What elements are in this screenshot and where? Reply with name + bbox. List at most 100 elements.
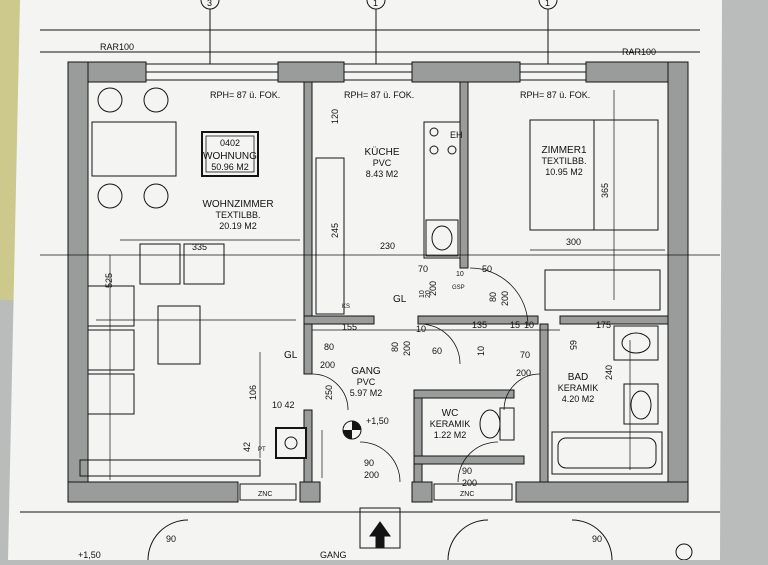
bedroom-furniture [529, 119, 661, 311]
dimension-label: 155 [342, 322, 357, 332]
room-area: 4.20 M2 [562, 394, 595, 404]
eh-tag: EH [450, 130, 463, 140]
unit-area: 50.96 M2 [211, 162, 249, 172]
pt-tag: PT [258, 447, 266, 453]
dimension-label: 245 [330, 223, 340, 238]
rph-label: RPH= 87 ü. FOK. [520, 90, 590, 100]
axis-label: 1 [373, 0, 378, 8]
dimension-label: 80 [390, 342, 400, 352]
unit-number: 0402 [220, 138, 240, 148]
wc-fixture [479, 407, 515, 441]
lower-area [20, 507, 720, 561]
dimension-label: 200 [320, 360, 335, 370]
dimension-label: 120 [330, 109, 340, 124]
outer-walls [67, 61, 689, 503]
room-name: KÜCHE [364, 146, 399, 158]
dimension-label: 20 [425, 290, 432, 298]
room-name: WOHNZIMMER [202, 199, 273, 210]
znc-tag: ZNC [460, 491, 474, 498]
dimension-label: 10 [476, 346, 486, 356]
lower-level-value: +1,50 [78, 550, 101, 560]
dimension-label: 230 [380, 241, 395, 251]
rar-label-right: RAR100 [622, 47, 656, 57]
dimension-lines [40, 90, 720, 480]
living-furniture [79, 87, 261, 477]
dimension-label: 106 [248, 385, 258, 400]
axis-label: 1 [545, 0, 550, 8]
dimension-label: 42 [242, 442, 252, 452]
dimension-label: 200 [364, 470, 379, 480]
rph-label: RPH= 87 ü. FOK. [344, 90, 414, 100]
dimension-label: 10 [416, 324, 426, 334]
dimension-label: 135 [472, 320, 487, 330]
dimension-label: 10 [419, 290, 426, 298]
unit-label-box [201, 131, 259, 177]
unit-name: WOHNUNG [203, 151, 257, 162]
znc-box [433, 483, 513, 501]
dimension-label: 80 [324, 342, 334, 352]
room-area: 8.43 M2 [366, 169, 399, 179]
dimension-label: 200 [516, 368, 531, 378]
windows [145, 63, 587, 81]
rar-label-left: RAR100 [100, 42, 134, 52]
lower-gang-label: GANG [320, 550, 347, 560]
dimension-label: 70 [520, 350, 530, 360]
dimension-label: 200 [500, 291, 510, 306]
door-swings [311, 267, 541, 483]
room-name: WC [442, 408, 459, 419]
room-name: ZIMMER1 [542, 145, 587, 156]
dimension-label: 200 [402, 341, 412, 356]
room-name: BAD [568, 372, 589, 383]
dimension-label: 90 [592, 534, 602, 544]
dimension-label: 365 [600, 183, 610, 198]
room-floor: TEXTILBB. [215, 210, 260, 220]
dimension-label: 525 [104, 273, 114, 288]
ks-tag: KS [342, 304, 350, 310]
znc-tag: ZNC [258, 491, 272, 498]
room-floor: TEXTILBB. [541, 156, 586, 166]
dimension-label: 175 [596, 320, 611, 330]
dimension-label: 10 42 [272, 400, 295, 410]
dimension-label: 80 [488, 292, 498, 302]
level-marker-icon [675, 543, 693, 561]
dimension-label: 70 [418, 264, 428, 274]
dimension-label: 65 [568, 340, 578, 350]
gl-tag: GL [393, 294, 407, 305]
dimension-label: 200 [428, 281, 438, 296]
dimension-label: 250 [324, 385, 334, 400]
interior-walls [303, 81, 669, 483]
room-area: 5.97 M2 [350, 388, 383, 398]
room-area: 1.22 M2 [434, 430, 467, 440]
dimension-label: 300 [566, 237, 581, 247]
dimension-label: 90 [166, 534, 176, 544]
dimension-label: 15 [510, 320, 520, 330]
room-floor: PVC [357, 377, 376, 387]
dimension-label: 10 [456, 271, 464, 278]
level-value: +1,50 [366, 416, 389, 426]
rph-label: RPH= 87 ü. FOK. [210, 90, 280, 100]
znc-box [239, 483, 297, 501]
bathroom-fixtures [551, 325, 663, 475]
dimension-label: 90 [462, 466, 472, 476]
room-floor: PVC [373, 158, 392, 168]
axis-label: 3 [207, 0, 212, 8]
room-name: GANG [351, 366, 381, 377]
shaft-box [275, 427, 307, 459]
dimension-label: 50 [482, 264, 492, 274]
dimension-label: 335 [192, 242, 207, 252]
dimension-label: 200 [462, 478, 477, 488]
dimension-label: 90 [364, 458, 374, 468]
gsp-tag: GSP [452, 285, 465, 291]
shaft-icon [284, 436, 298, 450]
dimension-label: 240 [604, 365, 614, 380]
room-floor: KERAMIK [558, 383, 599, 393]
gl-tag: GL [284, 350, 298, 361]
dimension-label: 60 [432, 346, 442, 356]
dimension-label: 10 [524, 320, 534, 330]
room-area: 20.19 M2 [219, 221, 257, 231]
room-area: 10.95 M2 [545, 167, 583, 177]
room-floor: KERAMIK [430, 419, 471, 429]
kitchen-units [315, 121, 461, 315]
